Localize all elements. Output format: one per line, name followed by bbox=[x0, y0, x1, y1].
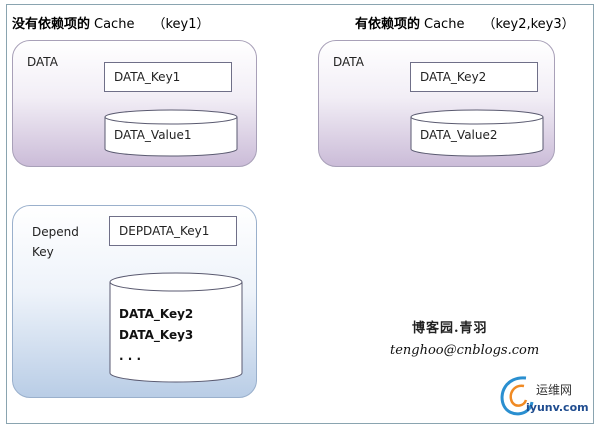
depend-key-panel: Depend Key DEPDATA_Key1 DATA_Key2 DATA_K… bbox=[12, 205, 257, 398]
data-value-cylinder: DATA_Value1 bbox=[104, 109, 238, 157]
depend-value-item: . . . bbox=[119, 349, 142, 363]
heading-no-dependency-title: 没有依赖项的 bbox=[12, 17, 91, 32]
data-value-text: DATA_Value1 bbox=[114, 128, 192, 142]
data-key-box: DATA_Key1 bbox=[104, 62, 232, 92]
depend-value-item: DATA_Key2 bbox=[119, 307, 194, 321]
data-panel-label: DATA bbox=[27, 55, 58, 69]
data-panel-label: DATA bbox=[333, 55, 364, 69]
depdata-key-box: DEPDATA_Key1 bbox=[109, 216, 237, 246]
data-value-text: DATA_Value2 bbox=[420, 128, 498, 142]
heading-with-dependency-title: 有依赖项的 bbox=[355, 17, 421, 32]
heading-with-dependency-cache: Cache bbox=[424, 17, 465, 32]
watermark-logo: 运维网 iyunv.com bbox=[488, 368, 594, 422]
depend-label-line2: Key bbox=[32, 245, 54, 259]
swirl-logo-icon bbox=[500, 376, 534, 416]
depend-values-cylinder: DATA_Key2 DATA_Key3 . . . bbox=[109, 272, 243, 384]
cylinder-shape bbox=[104, 109, 238, 157]
data-key-box: DATA_Key2 bbox=[410, 62, 538, 92]
depend-values-list: DATA_Key2 DATA_Key3 . . . bbox=[119, 304, 193, 367]
watermark-site-name: 运维网 bbox=[536, 383, 573, 397]
data-value-cylinder: DATA_Value2 bbox=[410, 109, 544, 157]
author-signature: 博客园.青羽 bbox=[412, 321, 488, 336]
watermark-url: iyunv.com bbox=[526, 401, 589, 414]
depend-label-line1: Depend bbox=[32, 225, 79, 239]
depend-value-item: DATA_Key3 bbox=[119, 328, 194, 342]
author-email: tenghoo@cnblogs.com bbox=[390, 343, 540, 358]
heading-no-dependency-keys: （key1） bbox=[152, 17, 210, 32]
data-panel-key2: DATA DATA_Key2 DATA_Value2 bbox=[318, 40, 555, 167]
data-panel-key1: DATA DATA_Key1 DATA_Value1 bbox=[12, 40, 257, 167]
cylinder-shape bbox=[109, 272, 243, 383]
heading-no-dependency-cache: Cache bbox=[94, 17, 135, 32]
diagram-frame bbox=[6, 4, 594, 424]
heading-with-dependency-keys: （key2,key3） bbox=[482, 17, 575, 32]
cylinder-shape bbox=[410, 109, 544, 157]
